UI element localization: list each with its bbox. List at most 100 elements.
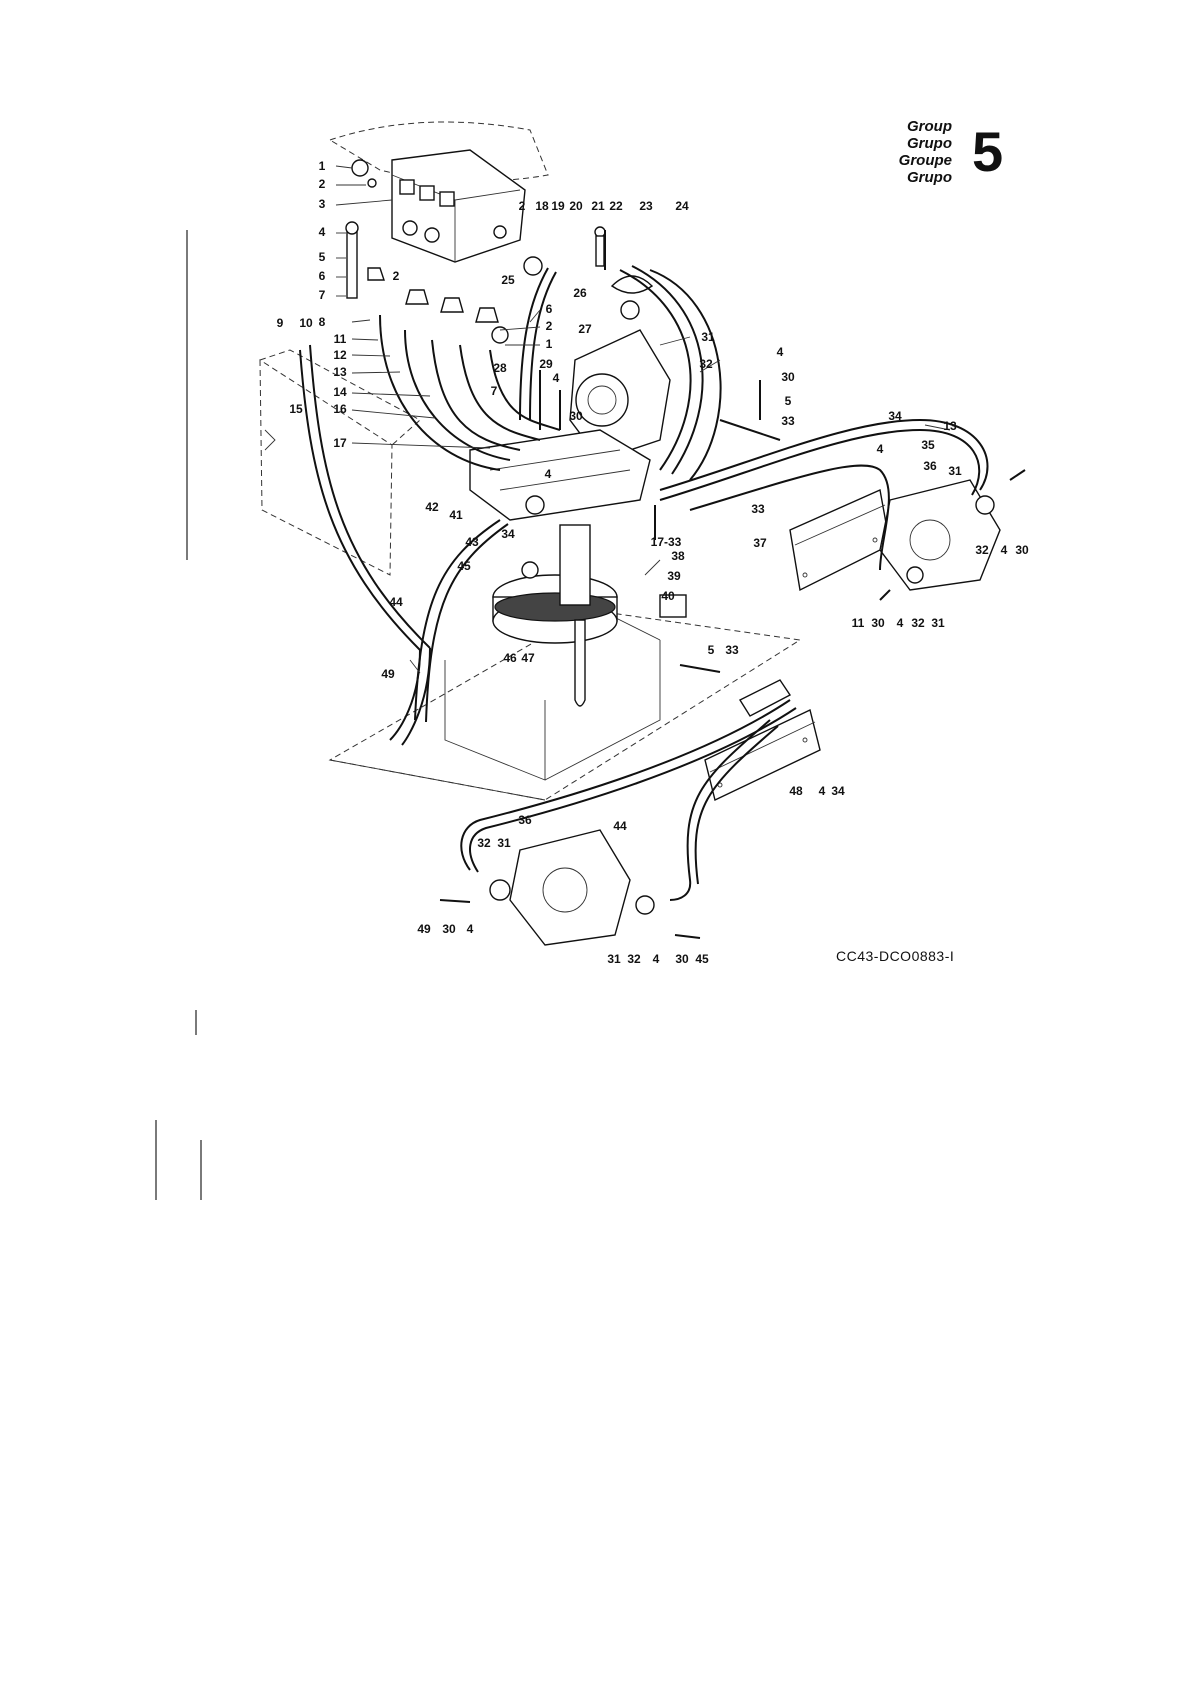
callout-label: 5 bbox=[708, 643, 715, 657]
group-label-fr: Groupe bbox=[898, 152, 952, 169]
callout-label: 13 bbox=[333, 365, 347, 379]
callout-label: 39 bbox=[667, 569, 681, 583]
callout-label: 3 bbox=[319, 197, 326, 211]
callout-label: 8 bbox=[319, 315, 326, 329]
callout-label: 35 bbox=[921, 438, 935, 452]
callout-label: 45 bbox=[457, 559, 471, 573]
callout-label: 45 bbox=[695, 952, 709, 966]
callout-label: 4 bbox=[819, 784, 826, 798]
group-header: Group Grupo Groupe Grupo 5 bbox=[880, 118, 1030, 198]
callout-label: 4 bbox=[897, 616, 904, 630]
callout-label: 43 bbox=[465, 535, 479, 549]
control-valve bbox=[351, 149, 526, 263]
callout-label: 30 bbox=[675, 952, 689, 966]
callout-label: 30 bbox=[781, 370, 795, 384]
callout-label: 46 bbox=[503, 651, 517, 665]
callout-label: 27 bbox=[578, 322, 592, 336]
callout-label: 31 bbox=[948, 464, 962, 478]
callout-label: 49 bbox=[417, 922, 431, 936]
callout-label: 4 bbox=[877, 442, 884, 456]
callout-label: 26 bbox=[573, 286, 587, 300]
callout-label: 29 bbox=[539, 357, 553, 371]
callout-label: 44 bbox=[613, 819, 627, 833]
callout-label: 4 bbox=[319, 225, 326, 239]
callout-label: 1 bbox=[319, 159, 326, 173]
right-plate bbox=[789, 488, 891, 592]
callout-label: 31 bbox=[607, 952, 621, 966]
callout-label: 4 bbox=[653, 952, 660, 966]
callout-label: 6 bbox=[546, 302, 553, 316]
callout-label: 28 bbox=[493, 361, 507, 375]
callout-label: 34 bbox=[888, 409, 902, 423]
callout-label: 32 bbox=[699, 357, 713, 371]
central-bracket bbox=[469, 429, 651, 521]
callout-label: 38 bbox=[671, 549, 685, 563]
callout-label: 41 bbox=[449, 508, 463, 522]
bottom-motor bbox=[489, 829, 655, 946]
callout-label: 40 bbox=[661, 589, 675, 603]
callout-label: 31 bbox=[497, 836, 511, 850]
callout-label: 10 bbox=[299, 316, 313, 330]
group-labels: Group Grupo Groupe Grupo bbox=[880, 118, 952, 186]
margin-marks bbox=[155, 230, 202, 1200]
group-label-es: Grupo bbox=[907, 135, 952, 152]
callout-label: 1 bbox=[546, 337, 553, 351]
callout-label: 2 bbox=[546, 319, 553, 333]
callout-label: 32 bbox=[975, 543, 989, 557]
callout-label: 2 bbox=[393, 269, 400, 283]
left-tank-outline bbox=[259, 349, 421, 576]
callout-label: 13 bbox=[943, 419, 957, 433]
callout-label: 30 bbox=[1015, 543, 1029, 557]
callout-label: 36 bbox=[923, 459, 937, 473]
callout-label: 34 bbox=[831, 784, 845, 798]
callout-label: 31 bbox=[931, 616, 945, 630]
callout-label: 2 bbox=[319, 177, 326, 191]
callout-label: 5 bbox=[319, 250, 326, 264]
callout-label: 19 bbox=[551, 199, 565, 213]
callout-label: 31 bbox=[701, 330, 715, 344]
callout-label: 12 bbox=[333, 348, 347, 362]
callout-label: 22 bbox=[609, 199, 623, 213]
figure-id: CC43-DCO0883-I bbox=[836, 948, 955, 964]
callout-label: 32 bbox=[627, 952, 641, 966]
callout-label: 32 bbox=[477, 836, 491, 850]
callout-label: 4 bbox=[553, 371, 560, 385]
group-number: 5 bbox=[972, 120, 1004, 183]
callout-label: 32 bbox=[911, 616, 925, 630]
callout-label: 24 bbox=[675, 199, 689, 213]
callout-label: 33 bbox=[781, 414, 795, 428]
hoses bbox=[299, 265, 989, 901]
callout-label: 21 bbox=[591, 199, 605, 213]
callout-label: 11 bbox=[334, 332, 347, 346]
callout-label: 11 bbox=[852, 616, 865, 630]
group-label-en: Group bbox=[907, 118, 952, 135]
leader-lines bbox=[335, 165, 951, 674]
callout-label: 18 bbox=[535, 199, 549, 213]
callout-label: 6 bbox=[319, 269, 326, 283]
callout-label: 30 bbox=[871, 616, 885, 630]
callout-label: 33 bbox=[751, 502, 765, 516]
callout-label: 5 bbox=[785, 394, 792, 408]
callout-label: 36 bbox=[518, 813, 532, 827]
callout-label: 16 bbox=[333, 402, 347, 416]
bottom-plate bbox=[704, 679, 821, 801]
callout-label: 9 bbox=[277, 316, 284, 330]
callout-label: 30 bbox=[442, 922, 456, 936]
callout-label: 4 bbox=[777, 345, 784, 359]
callout-label: 37 bbox=[753, 536, 767, 550]
callout-label: 17-33 bbox=[651, 535, 682, 549]
callout-label: 23 bbox=[639, 199, 653, 213]
callout-label: 4 bbox=[1001, 543, 1008, 557]
callout-label: 7 bbox=[491, 384, 498, 398]
callout-label: 15 bbox=[289, 402, 303, 416]
callout-label: 44 bbox=[389, 595, 403, 609]
callout-label: 48 bbox=[789, 784, 803, 798]
callout-label: 7 bbox=[319, 288, 326, 302]
callout-label: 42 bbox=[425, 500, 439, 514]
callout-label: 25 bbox=[501, 273, 515, 287]
right-motor bbox=[879, 479, 1001, 591]
callout-label: 47 bbox=[521, 651, 535, 665]
group-label-pt: Grupo bbox=[907, 169, 952, 186]
